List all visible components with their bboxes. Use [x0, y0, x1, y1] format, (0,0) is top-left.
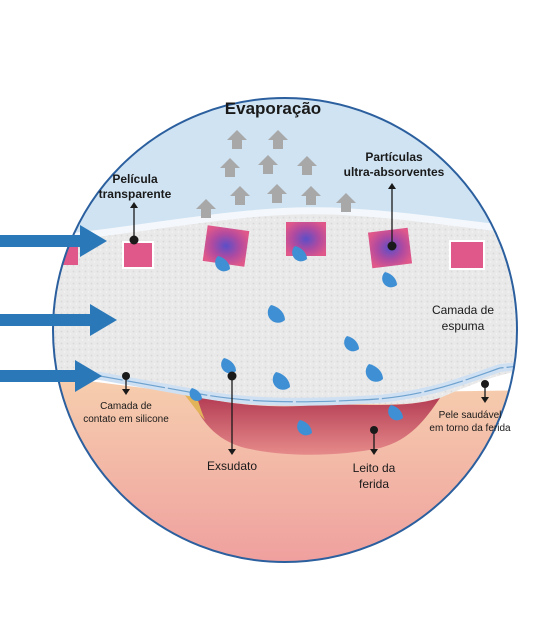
water-drop-icon	[388, 405, 403, 421]
water-drop-icon	[189, 388, 202, 401]
transparent-film	[53, 207, 517, 244]
arrow-up-icon	[196, 199, 216, 218]
water-drop-icon	[344, 336, 359, 352]
arrow-up-icon	[267, 184, 287, 203]
arrow-right-icon	[0, 360, 102, 392]
wound-bed	[190, 395, 440, 455]
side-arrows	[0, 225, 117, 392]
water-drop-icon	[267, 305, 285, 323]
arrow-up-icon	[297, 156, 317, 175]
foam-label-line2: espuma	[442, 319, 485, 333]
exudate-label: Exsudato	[207, 459, 257, 473]
healthy-skin-label-line2: em torno da ferida	[429, 423, 511, 434]
water-drop-icon	[292, 246, 307, 262]
arrow-right-icon	[0, 304, 117, 336]
arrow-up-icon	[230, 186, 250, 205]
arrow-right-icon	[0, 225, 107, 257]
healthy-skin-label-line1: Pele saudável	[439, 410, 502, 421]
water-drop-icon	[297, 420, 312, 436]
wound-bed-label-line2: ferida	[359, 477, 389, 491]
silicone-label-line1: Camada de	[100, 401, 152, 412]
evaporation-label: Evaporação	[225, 99, 321, 118]
arrow-up-icon	[258, 155, 278, 174]
arrow-up-icon	[336, 193, 356, 212]
absorbent-particle	[202, 225, 250, 267]
particles-label-line2: ultra-absorventes	[344, 165, 445, 179]
film-label-line2: transparente	[99, 187, 172, 201]
film-label-line1: Película	[112, 172, 158, 186]
silicone-segments	[53, 363, 517, 403]
droplets	[189, 246, 403, 436]
exudate-rim	[180, 390, 205, 420]
arrow-up-icon	[301, 186, 321, 205]
absorbent-particle	[449, 240, 485, 270]
arrow-up-icon	[227, 130, 247, 149]
leader-lines	[122, 183, 489, 455]
absorbent-particle	[122, 241, 154, 269]
magnifier-circle	[52, 97, 518, 563]
absorbent-particle	[286, 222, 326, 256]
water-drop-icon	[215, 256, 230, 272]
foam-label-line1: Camada de	[432, 303, 494, 317]
water-drop-icon	[365, 364, 383, 382]
silicone-label-line2: contato em silicone	[83, 414, 169, 425]
foam-layer	[53, 210, 517, 406]
arrow-up-icon	[220, 158, 240, 177]
water-drop-icon	[221, 358, 236, 374]
wound-bed-label-line1: Leito da	[353, 461, 396, 475]
arrow-up-icon	[268, 130, 288, 149]
evaporation-arrows	[196, 130, 356, 218]
water-drop-icon	[272, 372, 290, 390]
particles-label-line1: Partículas	[365, 150, 423, 164]
water-drop-icon	[382, 272, 397, 288]
